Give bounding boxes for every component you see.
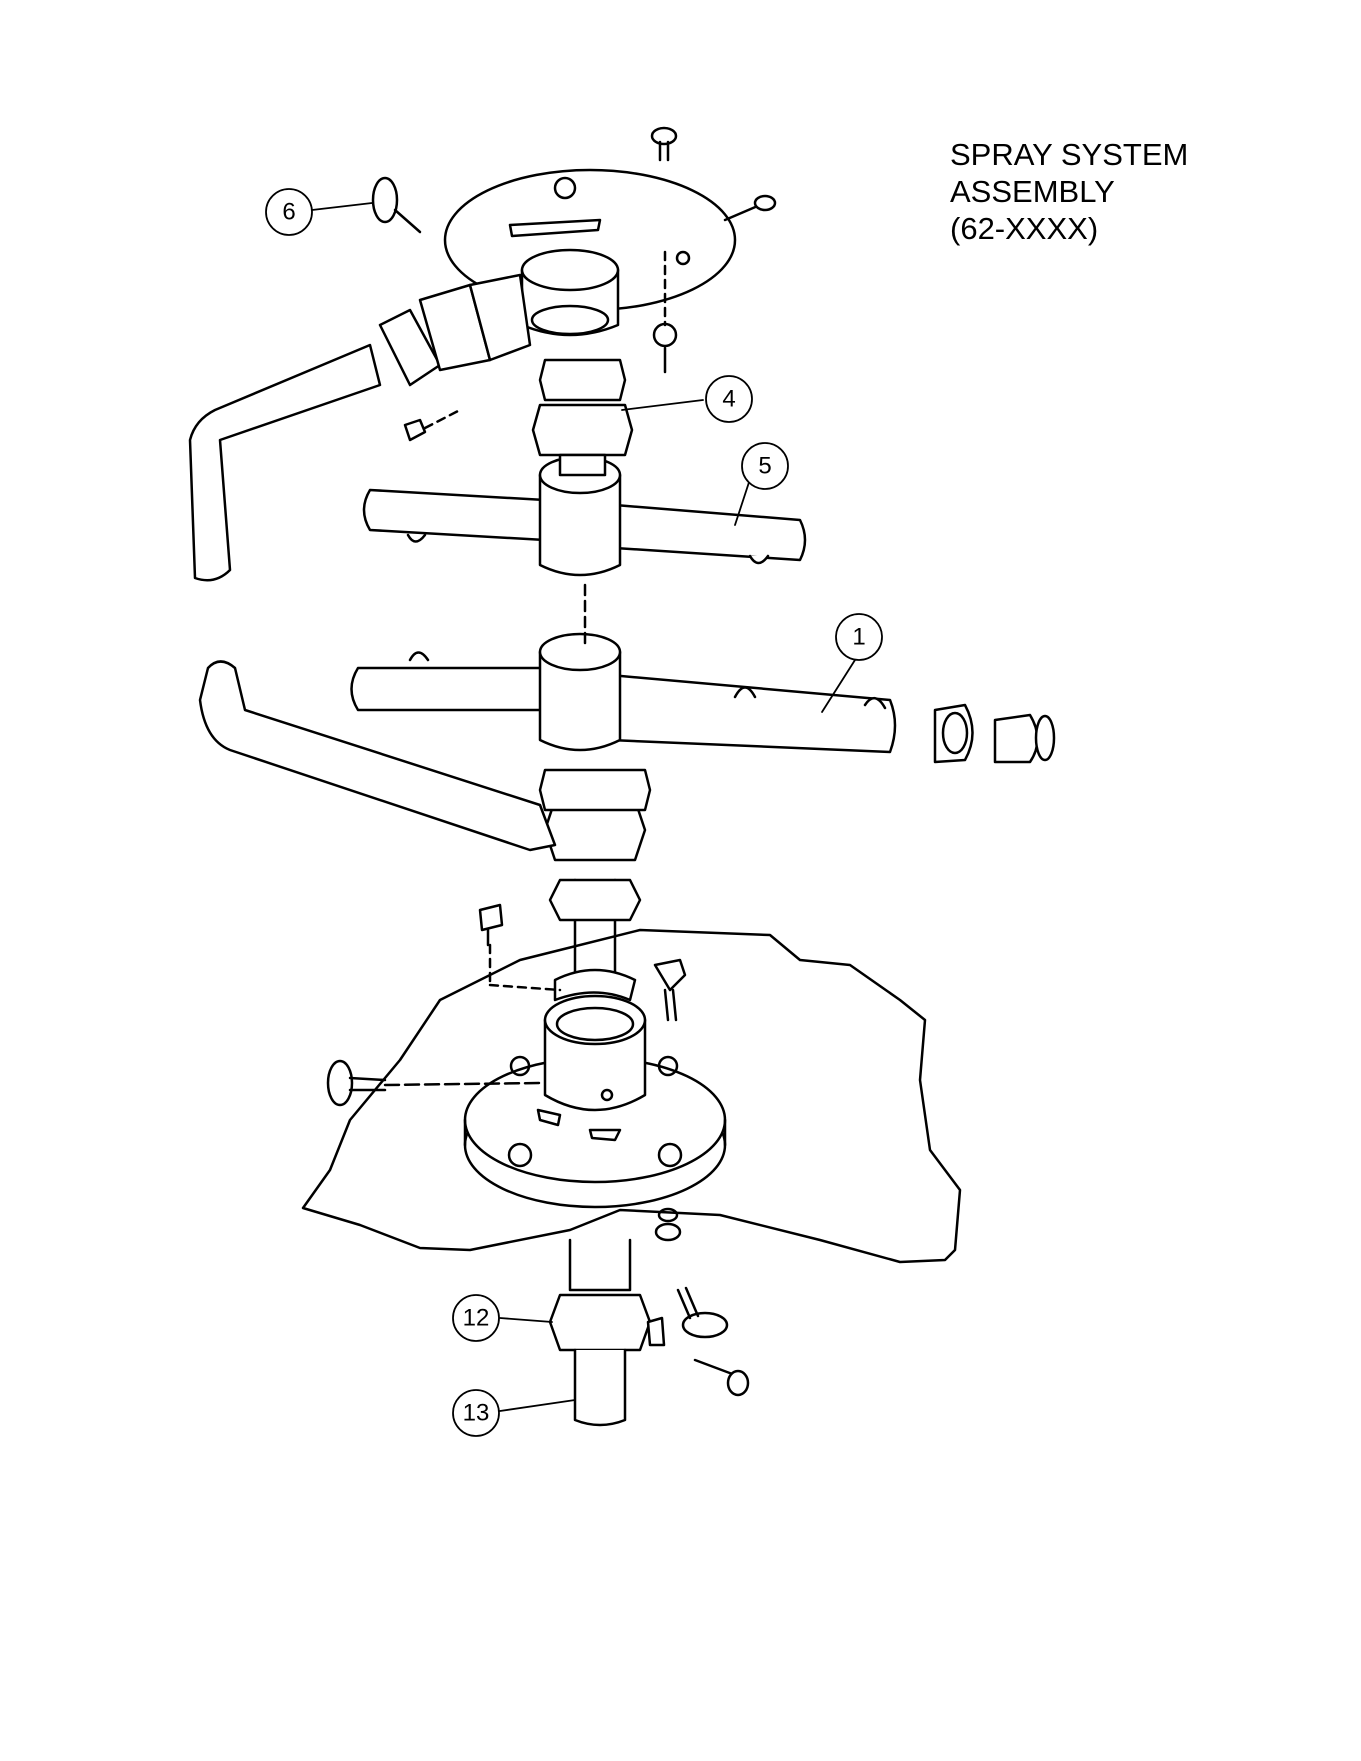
svg-text:1: 1 (852, 624, 865, 651)
flange-bolt-2 (659, 1144, 681, 1166)
top-screw (652, 128, 676, 160)
thumb-screw-top (373, 178, 420, 232)
leader-6 (312, 203, 372, 210)
svg-text:12: 12 (463, 1305, 490, 1332)
lower-tee-arm (352, 634, 896, 752)
callout-1: 1 (836, 614, 882, 660)
thumb-screw-bottom (678, 1288, 727, 1337)
upper-hose (190, 345, 380, 580)
leader-12 (500, 1318, 552, 1322)
svg-text:13: 13 (463, 1400, 490, 1427)
bottom-pipe (550, 1240, 664, 1425)
end-cap (935, 705, 973, 762)
callout-13: 13 (453, 1390, 499, 1436)
hose-coupler (380, 275, 530, 385)
svg-text:6: 6 (282, 199, 295, 226)
bolt-upper-left (405, 410, 460, 440)
callout-6: 6 (266, 189, 312, 235)
svg-text:5: 5 (758, 453, 771, 480)
upper-fitting (533, 360, 632, 475)
callout-5: 5 (742, 443, 788, 489)
leader-13 (500, 1400, 575, 1411)
bottom-socket (545, 996, 645, 1110)
callout-4: 4 (706, 376, 752, 422)
callout-12: 12 (453, 1295, 499, 1341)
flange-bolt-1 (509, 1144, 531, 1166)
leader-4 (622, 400, 703, 410)
svg-text:4: 4 (722, 386, 735, 413)
clamp-screw (695, 1360, 748, 1395)
end-plug (995, 715, 1054, 762)
top-right-pin (725, 196, 775, 220)
